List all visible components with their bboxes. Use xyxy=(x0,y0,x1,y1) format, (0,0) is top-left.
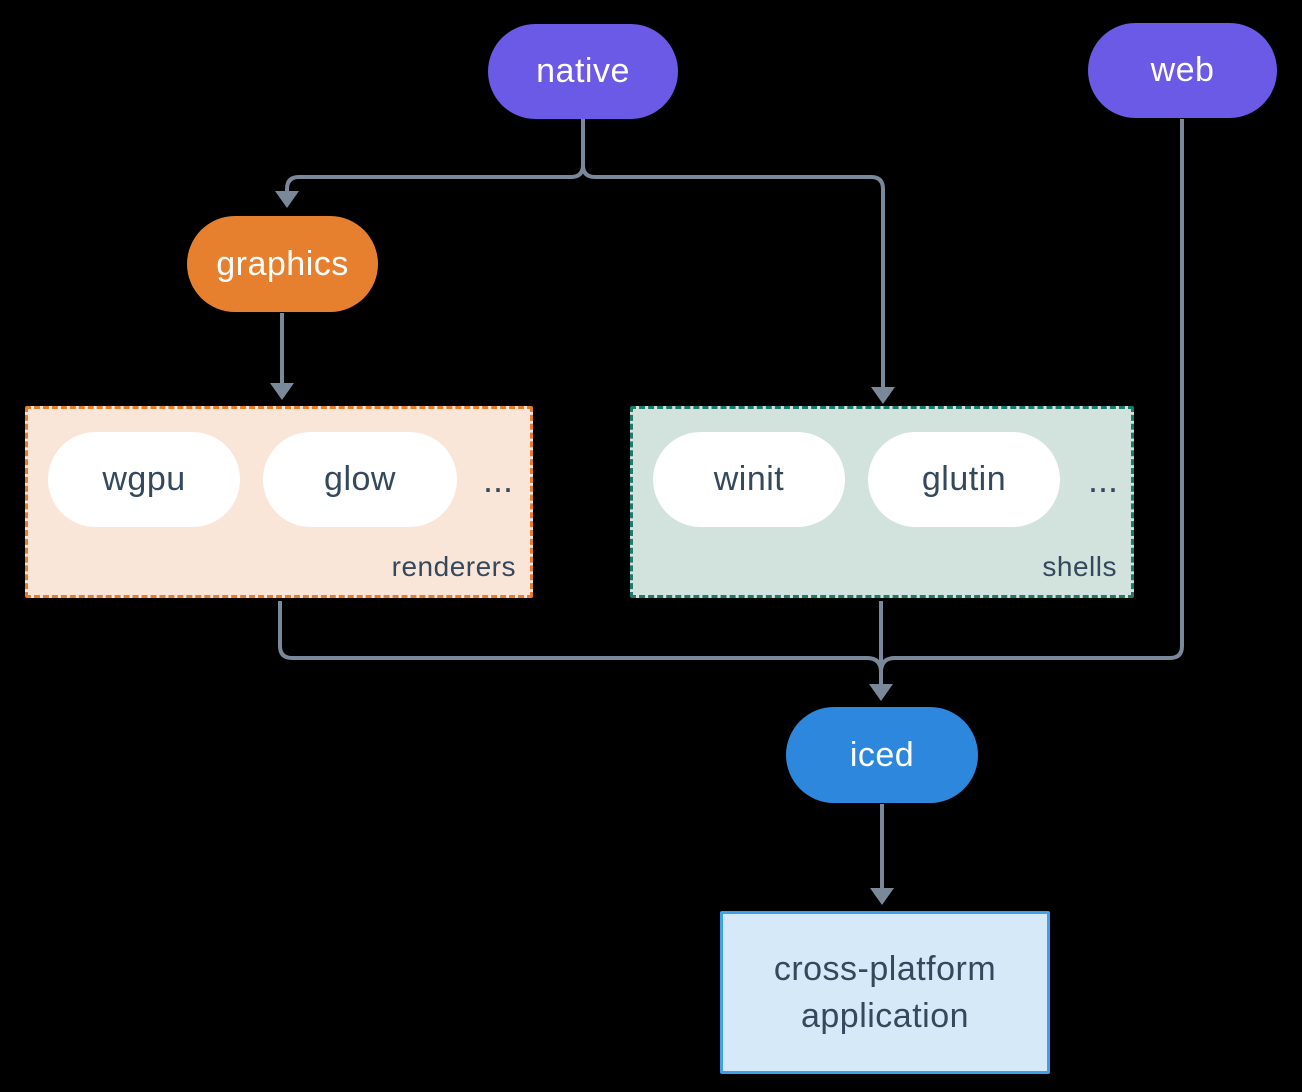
node-cross-platform-application: cross-platform application xyxy=(720,911,1050,1074)
node-native: native xyxy=(488,24,678,119)
node-iced-label: iced xyxy=(849,735,915,774)
app-label-line2: application xyxy=(800,996,970,1035)
renderers-ellipsis: ... xyxy=(482,458,513,500)
node-graphics-label: graphics xyxy=(216,244,349,283)
node-iced: iced xyxy=(786,707,978,803)
renderers-group-label: renderers xyxy=(391,551,516,582)
arrowhead-iced-icon xyxy=(869,684,893,701)
shells-group-label: shells xyxy=(1042,551,1117,582)
shells-ellipsis: ... xyxy=(1087,458,1118,500)
arrowhead-shells-icon xyxy=(871,387,895,404)
arrowhead-renderers-icon xyxy=(270,383,294,400)
node-graphics: graphics xyxy=(187,216,378,312)
node-glow: glow xyxy=(263,432,457,527)
arrowhead-graphics-icon xyxy=(275,191,299,208)
node-wgpu: wgpu xyxy=(48,432,240,527)
node-wgpu-label: wgpu xyxy=(102,460,186,498)
node-glow-label: glow xyxy=(324,460,396,498)
edge-renderers-to-iced xyxy=(278,601,883,673)
node-native-label: native xyxy=(536,52,630,90)
node-web: web xyxy=(1088,23,1277,118)
edge-native-to-shells xyxy=(581,119,885,389)
node-glutin: glutin xyxy=(868,432,1060,527)
edge-native-to-graphics xyxy=(285,119,585,193)
group-renderers: wgpu glow ... renderers xyxy=(25,406,533,598)
node-web-label: web xyxy=(1150,51,1215,89)
node-winit-label: winit xyxy=(713,460,785,498)
arrowhead-app-icon xyxy=(870,888,894,905)
group-shells: winit glutin ... shells xyxy=(630,406,1134,598)
node-glutin-label: glutin xyxy=(921,460,1007,498)
node-winit: winit xyxy=(653,432,845,527)
app-label-line1: cross-platform xyxy=(773,949,997,988)
